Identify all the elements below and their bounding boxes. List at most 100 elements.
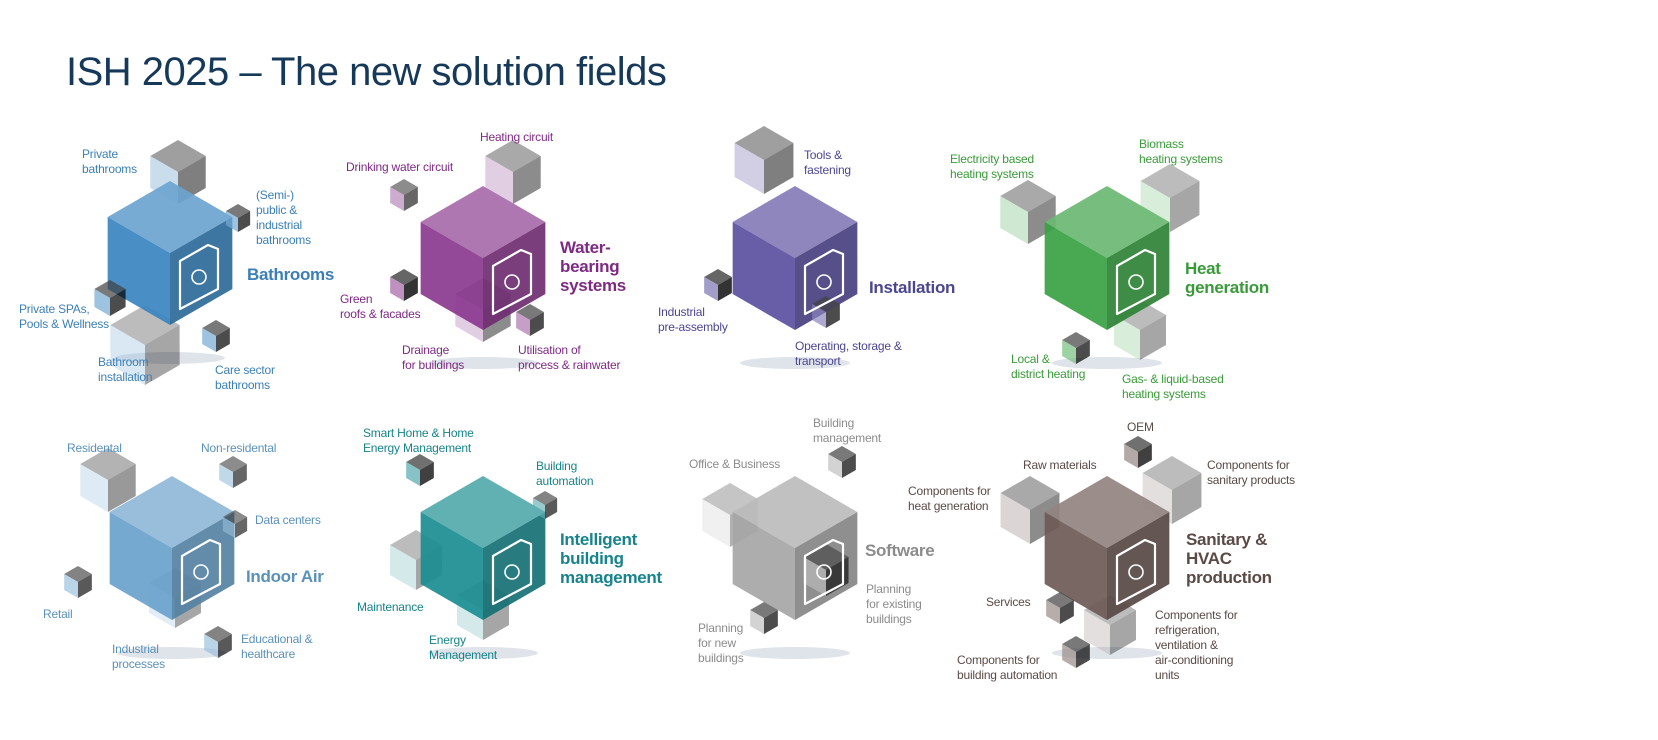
page-title: ISH 2025 – The new solution fields [66, 50, 667, 94]
subfield-label: Smart Home & Home Energy Management [363, 426, 474, 455]
small-cube-top-face [219, 456, 247, 472]
main-cube-top-face [732, 186, 858, 258]
small-cube-right-face [404, 277, 418, 301]
small-cube-top-face [1142, 456, 1202, 490]
small-cube-left-face [750, 610, 764, 634]
subfield-label: Industrial pre-assembly [658, 305, 728, 334]
subfield-label: Drinking water circuit [346, 160, 453, 174]
small-cube-left-face [1000, 196, 1028, 244]
small-cube-right-face [216, 328, 230, 352]
small-cube-right-face [110, 289, 126, 316]
subfield-label: Drainage for buildings [402, 343, 465, 372]
small-cube-top-face [390, 179, 418, 195]
small-cube-left-face [202, 328, 216, 352]
small-cube-right-face [404, 187, 418, 211]
cube-shadow [117, 647, 227, 659]
bathtub-icon [178, 243, 220, 311]
small-cube-left-face [734, 143, 764, 194]
small-cube-top-face [704, 269, 732, 285]
main-cube-top-face [732, 476, 858, 548]
subfield-label: Industrial processes [112, 642, 165, 671]
small-cube-left-face [64, 574, 78, 598]
small-cube-right-face [826, 304, 840, 328]
subfield-label: Components for refrigeration, ventilatio… [1155, 608, 1238, 682]
subfield-label: Building management [813, 416, 882, 445]
subfield-label: Raw materials [1023, 458, 1097, 472]
fan-icon [180, 538, 222, 606]
subfield-label: Tools & fastening [804, 148, 851, 177]
subfield-label: Electricity based heating systems [950, 152, 1034, 181]
small-cube-left-face [1062, 644, 1076, 668]
subfield-label: Components for heat generation [908, 484, 991, 513]
subfield-label: Residental [67, 441, 122, 455]
small-cube-left-face [704, 277, 718, 301]
small-cube-left-face [1114, 315, 1140, 360]
field-title: Software [865, 541, 935, 560]
small-cube-left-face [219, 464, 233, 488]
small-cube-right-face [1140, 315, 1166, 360]
main-cube-left-face [420, 512, 483, 620]
small-cube-left-face [812, 304, 826, 328]
subfield-label: Operating, storage & transport [795, 339, 902, 368]
subfield-label: Non-residental [201, 441, 277, 455]
cube-shadow [115, 352, 225, 364]
small-cube-right-face [238, 211, 251, 232]
subfield-label: Green roofs & facades [340, 292, 421, 321]
subfield-label: Heating circuit [480, 130, 554, 144]
main-cube-left-face [1044, 222, 1107, 330]
small-cube-right-face [1170, 181, 1200, 232]
subfield-label: Educational & healthcare [241, 632, 313, 661]
subfield-label: Retail [43, 607, 73, 621]
cube-shadow [740, 647, 850, 659]
small-cube-right-face [1028, 196, 1056, 244]
small-cube-left-face [110, 325, 145, 385]
cube-shadow [740, 357, 850, 369]
small-cube-left-face [390, 277, 404, 301]
small-cube-left-face [390, 545, 416, 590]
small-cube-right-face [1076, 340, 1090, 364]
field-title: Installation [869, 278, 956, 297]
small-cube-right-face [1110, 610, 1136, 655]
small-cube-top-face [110, 305, 180, 345]
small-cube-right-face [420, 462, 434, 486]
cube-shadow [428, 647, 538, 659]
small-cube-top-face [516, 304, 544, 320]
small-cube-left-face [94, 289, 110, 316]
subfield-label: Bathroom installation [98, 355, 153, 384]
subfield-label: Care sector bathrooms [215, 363, 275, 392]
small-cube-left-face [390, 187, 404, 211]
small-cube-right-face [545, 498, 558, 519]
small-cube-top-face [204, 626, 232, 642]
main-cube-left-face [109, 512, 172, 620]
subfield-label: Biomass heating systems [1139, 137, 1223, 166]
subfield-label: Planning for existing buildings [866, 582, 922, 626]
field-title: Intelligent building management [560, 530, 662, 587]
small-cube-right-face [1060, 600, 1074, 624]
small-cube-left-face [406, 462, 420, 486]
field-title: Heat generation [1185, 259, 1269, 297]
subfield-label: Local & district heating [1011, 352, 1086, 381]
small-cube-right-face [513, 156, 541, 204]
subfield-label: Planning for new buildings [698, 621, 744, 665]
small-cube-top-face [390, 269, 418, 285]
small-cube-right-face [235, 517, 248, 538]
field-title: Bathrooms [247, 265, 335, 284]
subfield-label: Utilisation of process & rainwater [518, 343, 621, 372]
subfield-label: Private bathrooms [82, 147, 137, 176]
subfield-label: Energy Management [429, 633, 498, 662]
subfield-label: OEM [1127, 420, 1154, 434]
subfield-label: Services [986, 595, 1031, 609]
small-cube-top-face [202, 320, 230, 336]
small-cube-top-face [750, 602, 778, 618]
small-cube-right-face [764, 143, 794, 194]
small-cube-left-face [532, 498, 545, 519]
small-cube-left-face [1084, 610, 1110, 655]
field-title: Sanitary & HVAC production [1186, 530, 1272, 587]
water-cycle-icon [491, 248, 533, 316]
main-cube-left-face [732, 222, 795, 330]
small-cube-right-face [1138, 444, 1152, 468]
subfield-label: Building automation [536, 459, 594, 488]
small-cube-left-face [222, 517, 235, 538]
small-cube-top-face [828, 446, 856, 462]
